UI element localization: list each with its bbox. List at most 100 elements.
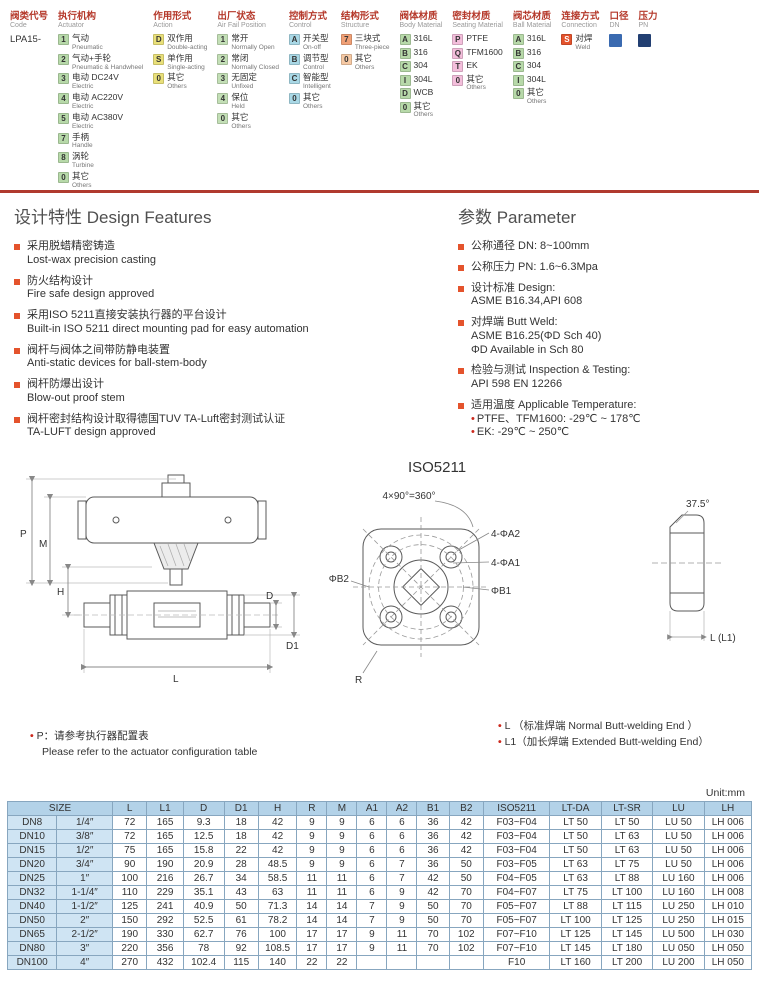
- table-cell: 50: [416, 913, 450, 928]
- table-cell: F07~F10: [482, 941, 551, 956]
- actuator-note-zh-text: P：请参考执行器配置表: [36, 730, 149, 742]
- legend-item-label: 316L: [527, 33, 546, 44]
- table-cell: LU 500: [652, 927, 705, 942]
- table-cell: 229: [146, 885, 184, 900]
- table-cell: LU 50: [652, 815, 705, 830]
- code-square: 1: [217, 34, 229, 45]
- table-cell: 71.3: [257, 899, 298, 914]
- bullet-icon: [14, 416, 20, 423]
- table-cell: LT 63: [600, 843, 654, 858]
- legend-item-zh: 其它: [231, 111, 249, 122]
- table-cell: 70: [448, 899, 484, 914]
- parameter-item: 检验与测试 Inspection & Testing:API 598 EN 12…: [458, 364, 745, 392]
- legend-title-zh: 作用形式: [153, 11, 192, 22]
- parameter-subline: API 598 EN 12266: [471, 378, 563, 390]
- legend-item-zh: 无固定: [231, 72, 257, 83]
- legend-item-en: Three-piece: [354, 43, 390, 51]
- design-features-title: 设计特性 Design Features: [14, 208, 212, 227]
- table-cell: 42: [448, 829, 484, 844]
- table-cell: [416, 955, 450, 970]
- table-cell: 4″: [56, 955, 114, 970]
- parameter-subline: ASME B16.25(ΦD Sch 40): [471, 329, 602, 342]
- table-cell: 9: [326, 829, 358, 844]
- table-cell: DN20: [6, 857, 58, 872]
- legend-item-zh: 单作用: [167, 52, 193, 63]
- table-cell: 11: [326, 885, 358, 900]
- table-cell: 14: [296, 899, 328, 914]
- table-cell: 6: [386, 843, 418, 858]
- legend-item-zh: 316L: [413, 33, 433, 43]
- legend-color-square-dn: [609, 34, 623, 47]
- table-cell: LT 125: [549, 927, 602, 942]
- column-header: LU: [652, 801, 705, 816]
- table-cell: 34: [223, 871, 259, 886]
- legend-item-zh: 其它: [526, 87, 544, 97]
- legend-item-en: On-off: [303, 43, 321, 51]
- parameter-text: 检验与测试 Inspection & Testing:: [471, 364, 631, 377]
- table-cell: DN25: [6, 871, 58, 886]
- legend-item-en: Others: [167, 83, 187, 91]
- column-header: L1: [146, 801, 184, 816]
- table-cell: LH 006: [703, 815, 753, 830]
- table-cell: 1/4″: [56, 815, 114, 830]
- legend-item-zh: 316: [526, 46, 542, 57]
- table-cell: 6: [356, 857, 388, 872]
- table-cell: 9: [296, 815, 328, 830]
- legend-item-en: Others: [354, 63, 375, 71]
- table-cell: 50: [448, 857, 484, 872]
- parameter-text: 公称通径 DN: 8~100mm: [471, 240, 590, 252]
- table-cell: F03~F04: [482, 843, 551, 858]
- legend-item-zh: 智能型: [303, 72, 329, 83]
- legend-item-zh: 常开: [231, 33, 249, 43]
- legend-title-zh: 出厂状态: [217, 11, 256, 22]
- legend-title-en: Control: [289, 22, 312, 29]
- legend-item-zh: 电动 AC380V: [72, 111, 124, 122]
- legend-item-en: Electric: [72, 83, 94, 91]
- table-cell: DN15: [6, 843, 58, 858]
- legend-title-en: Seating Material: [452, 22, 503, 29]
- table-cell: 9: [326, 815, 358, 830]
- parameter-item: 设计标准 Design:ASME B16.34,API 608: [458, 282, 745, 310]
- table-cell: 9: [386, 913, 418, 928]
- table-cell: 9: [386, 899, 418, 914]
- table-cell: DN8: [6, 815, 58, 830]
- table-cell: LT 180: [600, 941, 654, 956]
- legend-item-zh: 304: [526, 60, 542, 70]
- table-cell: LH 010: [703, 899, 753, 914]
- feature-zh-text: 阀杆防爆出设计: [27, 378, 104, 390]
- table-cell: 11: [326, 871, 358, 886]
- table-cell: DN80: [6, 941, 58, 956]
- table-cell: 1-1/2″: [56, 899, 114, 914]
- table-cell: 90: [112, 857, 148, 872]
- table-cell: 7: [386, 871, 418, 886]
- flange-b2-label: ΦB2: [329, 574, 350, 585]
- table-cell: 140: [257, 955, 298, 970]
- legend-title-en: Body Material: [399, 22, 443, 29]
- legend-item-en: Turbine: [72, 162, 94, 170]
- table-cell: 72: [112, 829, 148, 844]
